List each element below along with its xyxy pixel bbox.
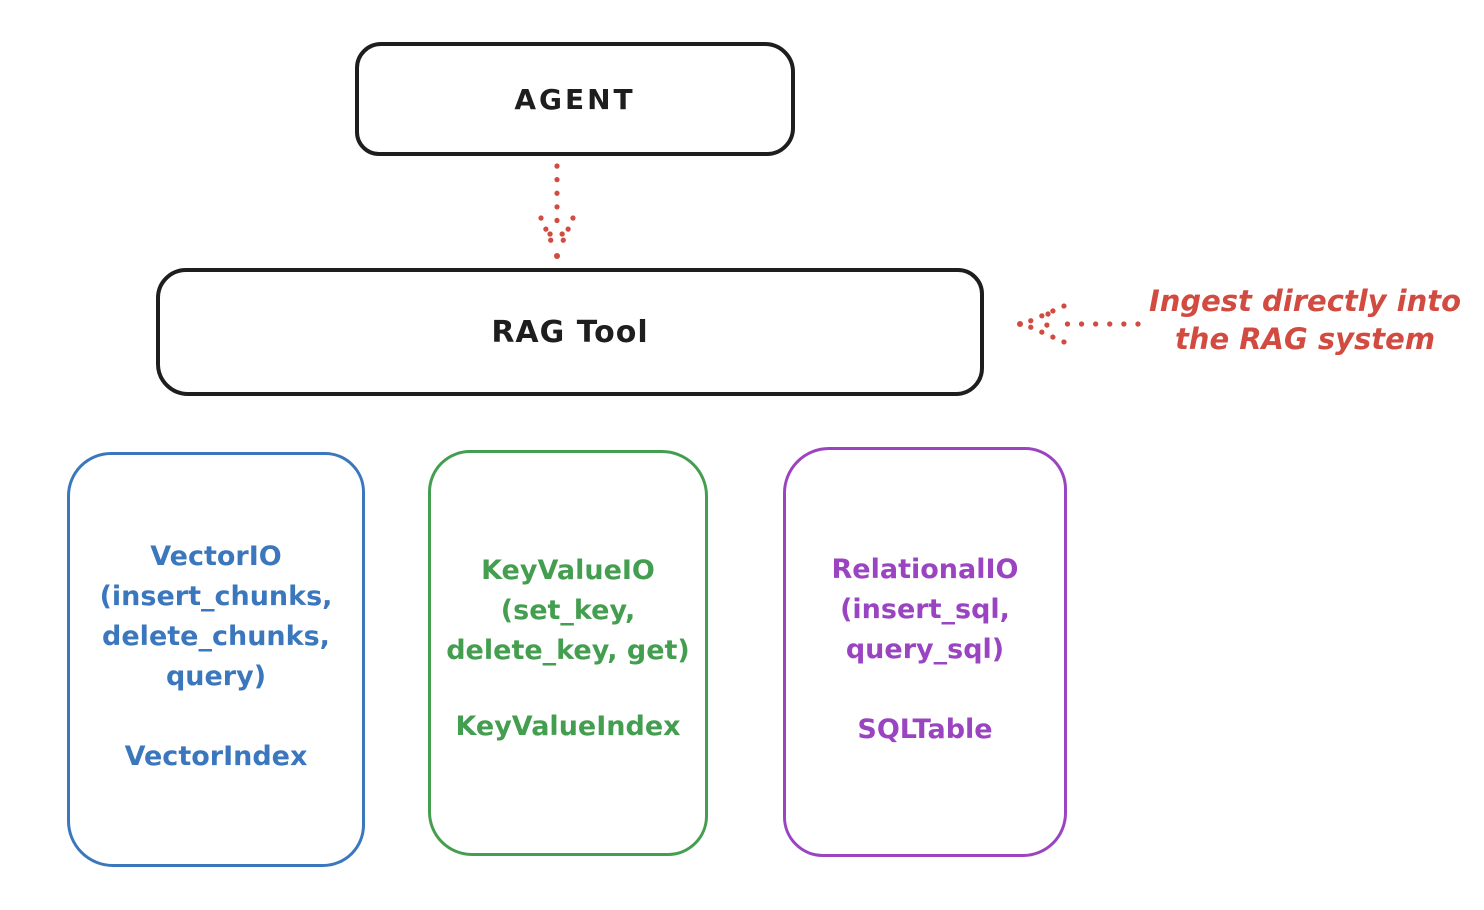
relational-io-node: RelationalIO (insert_sql, query_sql) SQL… <box>783 447 1067 857</box>
vector-io-title: VectorIO <box>150 541 282 572</box>
rag-tool-node-label: RAG Tool <box>491 314 649 350</box>
rag-tool-node: RAG Tool <box>156 268 984 396</box>
sql-table-label: SQLTable <box>857 714 993 745</box>
keyvalue-io-methods-line2: delete_key, get) <box>446 635 690 666</box>
keyvalue-io-methods-line1: (set_key, <box>500 595 636 626</box>
dotted-arrow-left-icon <box>1017 303 1141 345</box>
dotted-arrow-down-icon <box>538 163 576 259</box>
relational-io-methods-line1: (insert_sql, <box>840 594 1010 625</box>
ingest-annotation-line1: Ingest directly into <box>1148 284 1462 318</box>
keyvalue-index-label: KeyValueIndex <box>455 711 681 742</box>
ingest-annotation-line2: the RAG system <box>1174 322 1436 356</box>
relational-io-methods-line2: query_sql) <box>845 634 1005 665</box>
relational-io-title: RelationalIO <box>831 554 1019 585</box>
keyvalue-io-title: KeyValueIO <box>481 555 655 586</box>
agent-node: AGENT <box>355 42 795 156</box>
vector-io-methods-line1: (insert_chunks, <box>99 581 333 612</box>
vector-io-node: VectorIO (insert_chunks, delete_chunks, … <box>67 452 365 867</box>
vector-io-methods-line3: query) <box>165 661 267 692</box>
agent-node-label: AGENT <box>514 82 636 116</box>
vector-index-label: VectorIndex <box>124 741 308 772</box>
keyvalue-io-node: KeyValueIO (set_key, delete_key, get) Ke… <box>428 450 708 856</box>
ingest-annotation: Ingest directly into the RAG system <box>1135 282 1475 358</box>
vector-io-methods-line2: delete_chunks, <box>102 621 330 652</box>
